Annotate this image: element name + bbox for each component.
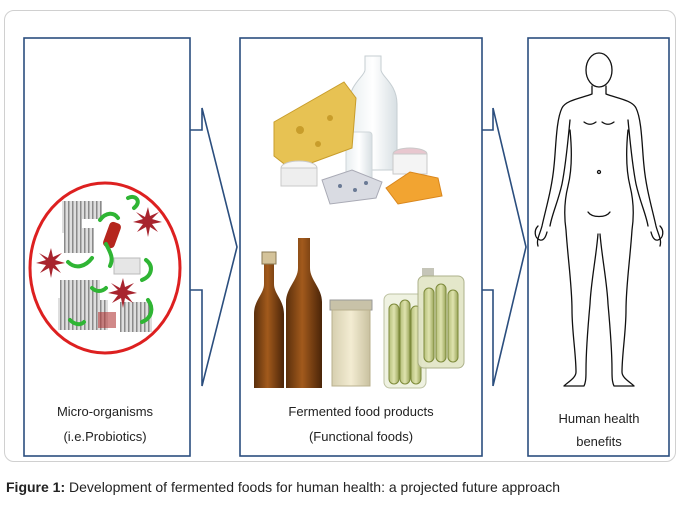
panel-2-label-line2: (Functional foods) <box>309 429 413 444</box>
panel-2-label-line1: Fermented food products <box>288 404 434 419</box>
panel-human-health <box>527 37 670 457</box>
micrograph-tile <box>64 228 94 253</box>
dairy-products-photo <box>273 55 443 205</box>
figure-caption-text: Development of fermented foods for human… <box>65 479 561 495</box>
jar-lid-2 <box>422 268 434 278</box>
micrograph-tile <box>82 201 102 219</box>
human-body-outline-icon <box>534 52 664 387</box>
fermented-spread-jar <box>331 309 371 387</box>
panel-3-label-line1: Human health <box>559 411 640 426</box>
micrograph-tile <box>113 257 141 275</box>
jar-lid <box>329 299 373 311</box>
figure-caption: Figure 1: Development of fermented foods… <box>6 477 672 497</box>
diagram: Micro-organisms (i.e.Probiotics) <box>23 37 670 457</box>
grated-cheese <box>385 171 443 205</box>
panel-microorganisms <box>23 37 191 457</box>
yogurt-bowl-body <box>280 167 318 187</box>
swing-top-cap <box>261 251 277 265</box>
beer-bottle-2 <box>286 238 322 388</box>
arrow-right-2 <box>482 107 527 387</box>
probiotic-capsule <box>103 221 121 249</box>
panel-fermented-foods <box>239 37 483 457</box>
micrograph-tile <box>62 201 82 233</box>
arrow-right-1 <box>190 107 238 387</box>
micrograph-tile <box>60 280 100 300</box>
micrograph-tile <box>98 312 116 328</box>
yogurt-cup-body <box>392 153 428 175</box>
cell-illustration <box>28 181 182 355</box>
panel-1-label-line1: Micro-organisms <box>57 404 154 419</box>
fermented-beverages-photo <box>254 238 465 389</box>
pathogen-stars <box>36 207 162 308</box>
panel-1-label-line2: (i.e.Probiotics) <box>63 429 146 444</box>
bacteria <box>66 195 154 327</box>
cheese-wedge <box>273 81 357 171</box>
blue-cheese <box>321 169 383 205</box>
beer-bottle-1 <box>254 264 284 388</box>
figure-caption-label: Figure 1: <box>6 479 66 495</box>
panel-3-label-line2: benefits <box>576 434 622 449</box>
